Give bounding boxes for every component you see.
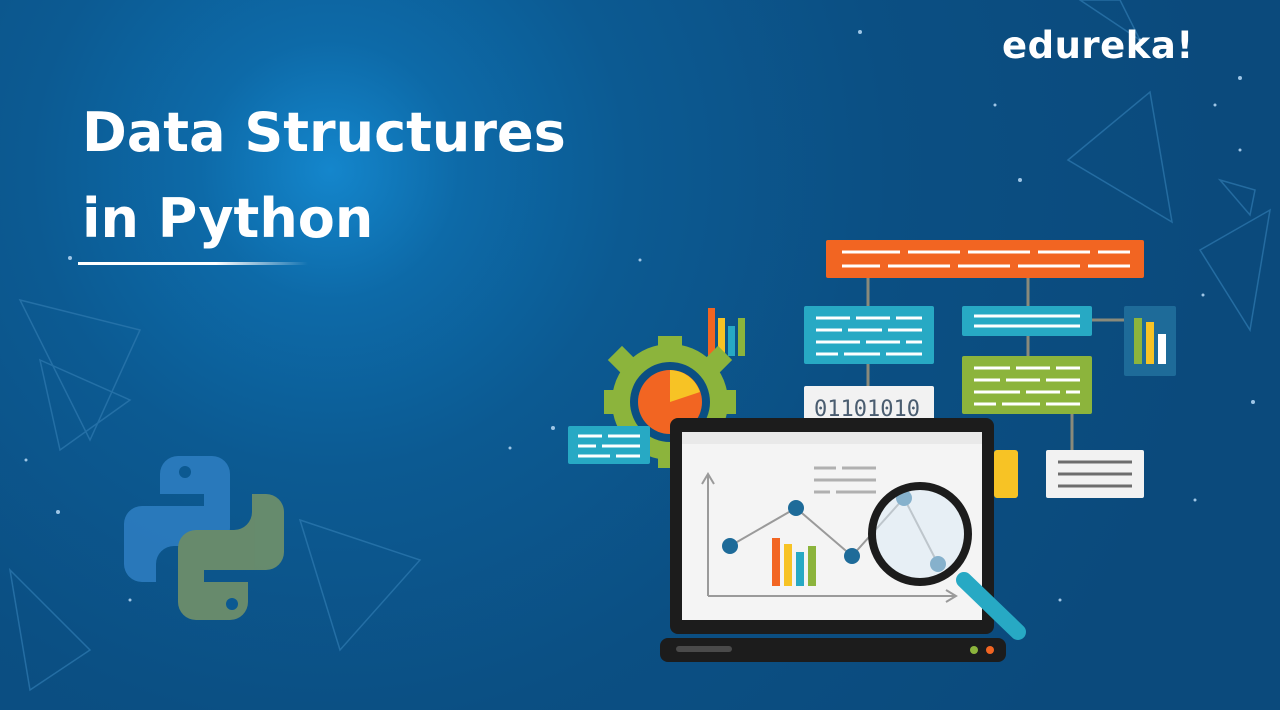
bar-chart-icon [1124, 306, 1176, 376]
teal-bar-block [962, 306, 1092, 336]
page-title: Data Structures in Python [82, 90, 566, 262]
decorative-stars [24, 30, 1255, 602]
yellow-tab [994, 450, 1018, 498]
teal-text-block [804, 306, 934, 364]
binary-text: 01101010 [814, 397, 920, 422]
bar-chart-icon-small [708, 308, 745, 356]
binary-card [804, 386, 934, 426]
decorative-triangles [8, 0, 1271, 692]
brand-logo: edureka! [1002, 24, 1194, 67]
green-text-block [962, 356, 1092, 414]
python-logo [124, 456, 284, 620]
title-underline [78, 262, 308, 265]
title-line-2: in Python [82, 187, 374, 250]
teal-label-block [568, 426, 650, 464]
document-block [1046, 450, 1144, 498]
title-line-1: Data Structures [82, 101, 566, 164]
laptop-icon [660, 418, 1006, 662]
orange-header-block [826, 240, 1144, 278]
magnifier-icon [868, 482, 1026, 640]
